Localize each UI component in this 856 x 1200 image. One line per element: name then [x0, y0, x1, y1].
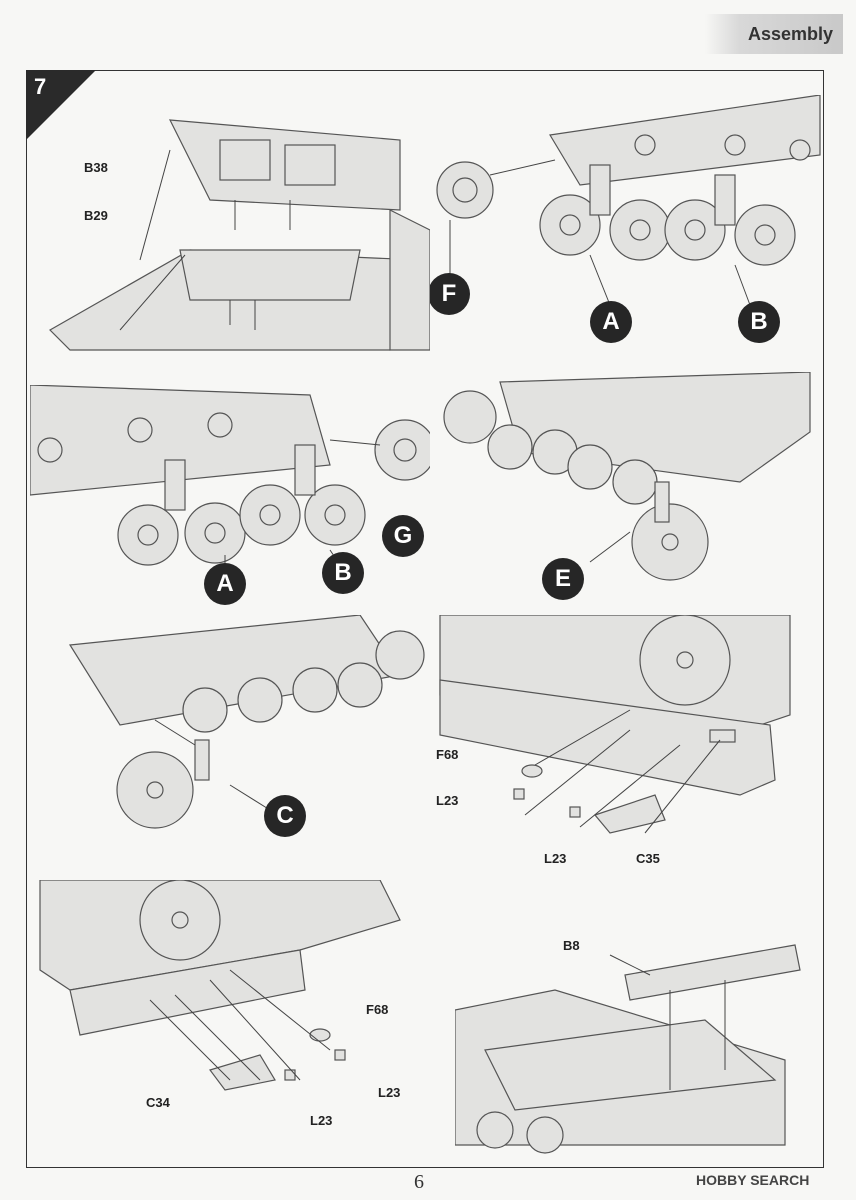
- part-label-b8: B8: [563, 938, 580, 953]
- panel-b8: B8: [455, 930, 824, 1165]
- callout-c: C: [264, 795, 306, 837]
- idler-e-drawing: [443, 372, 811, 581]
- part-label-c34: C34: [146, 1095, 170, 1110]
- panel-idler-e: E: [440, 372, 824, 612]
- callout-e: E: [542, 558, 584, 600]
- part-label-b38: B38: [84, 160, 108, 175]
- callout-f: F: [430, 273, 470, 315]
- f68-c35-drawing: [439, 615, 791, 834]
- part-label-l23-2: L23: [544, 851, 567, 866]
- panel-suspension-right: F A B: [430, 95, 824, 355]
- f68-c34-drawing: [39, 880, 401, 1091]
- page-number: 6: [414, 1171, 424, 1193]
- panel-suspension-left: A B G: [30, 385, 430, 610]
- watermark: HOBBY SEARCH: [696, 1172, 810, 1188]
- section-header-tab: Assembly: [705, 14, 843, 54]
- panel-f68-c35: F68 L23 L23 C35: [430, 615, 824, 870]
- callout-b-mid: B: [322, 552, 364, 594]
- part-label-c35: C35: [636, 851, 660, 866]
- section-title: Assembly: [747, 24, 833, 44]
- part-label-f68-lower: F68: [366, 1002, 389, 1017]
- panel-idler-c: C: [30, 615, 430, 865]
- part-label-l23-3: L23: [378, 1085, 401, 1100]
- part-label-f68-upper: F68: [436, 747, 459, 762]
- suspension-left-drawing: [30, 385, 430, 570]
- b8-drawing: [455, 944, 801, 1154]
- instruction-frame: [26, 70, 824, 1168]
- step-corner: [26, 70, 96, 140]
- callout-g: G: [382, 515, 424, 557]
- part-label-l23-4: L23: [310, 1113, 333, 1128]
- hull-interior-drawing: [49, 119, 430, 351]
- idler-c-drawing: [68, 615, 425, 829]
- panel-hull-interior: B38 B29: [30, 100, 430, 360]
- part-label-l23-1: L23: [436, 793, 459, 808]
- callout-a-top: A: [590, 301, 632, 343]
- callout-a-mid: A: [204, 563, 246, 605]
- step-number: 7: [34, 74, 47, 99]
- callout-b-top: B: [738, 301, 780, 343]
- suspension-right-drawing: [436, 95, 821, 306]
- panel-f68-c34: F68 L23 L23 C34: [30, 880, 430, 1165]
- part-label-b29: B29: [84, 208, 108, 223]
